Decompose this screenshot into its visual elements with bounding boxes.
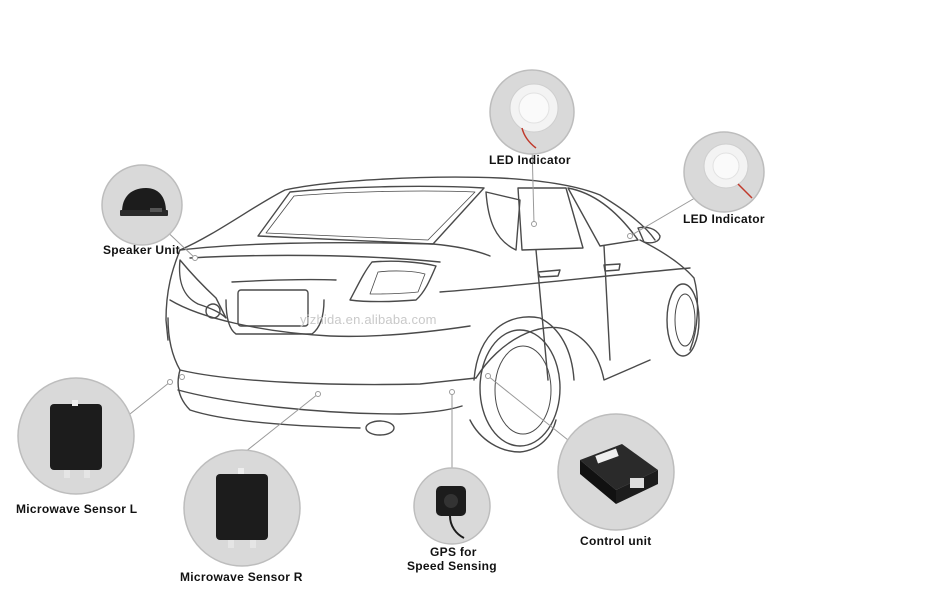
tire-bottom: [469, 419, 557, 453]
license-plate: [237, 289, 309, 327]
rear-window: [257, 185, 485, 245]
door-handle-2: [603, 263, 621, 272]
side-window-rear: [485, 191, 521, 251]
led-indicator-1-callout: [489, 69, 575, 155]
body-side-lower: [475, 326, 651, 381]
label-led-indicator-1: LED Indicator: [489, 153, 571, 167]
label-speaker-unit: Speaker Unit: [103, 243, 180, 257]
label-microwave-sensor-r: Microwave Sensor R: [180, 570, 303, 584]
watermark-text: yizhida.en.alibaba.com: [300, 312, 437, 327]
car-roof: [179, 176, 656, 251]
speaker-icon: [122, 188, 166, 212]
rear-wheel-outer: [479, 329, 561, 447]
trunk-line: [231, 278, 337, 283]
tail-light-left: [178, 259, 227, 319]
rear-bumper: [167, 317, 477, 386]
reverse-light: [205, 303, 221, 319]
rear-wheel-inner: [494, 345, 552, 435]
front-wheel-outer: [666, 283, 700, 357]
rear-window-inner: [265, 190, 476, 241]
bumper-upper: [169, 299, 471, 338]
leader-led-2: [629, 194, 701, 237]
label-microwave-sensor-l: Microwave Sensor L: [16, 502, 138, 516]
tail-light-right-inner: [369, 270, 426, 295]
exhaust-pipe: [365, 420, 395, 436]
leader-dots: [167, 221, 633, 397]
bumper-skirt: [177, 369, 361, 429]
label-gps-line1: GPS for: [430, 545, 477, 559]
door-line-1: [535, 249, 549, 381]
control-unit-callout: [557, 413, 675, 531]
microwave-sensor-r-callout: [183, 449, 301, 567]
side-mirror: [637, 226, 661, 244]
rear-wheel-arch: [473, 316, 575, 381]
microwave-sensor-l-callout: [17, 377, 135, 495]
plate-recess: [225, 299, 325, 335]
front-fender: [639, 239, 699, 351]
sensor-box-icon-r: [216, 474, 268, 540]
label-gps-line2: Speed Sensing: [407, 559, 497, 573]
led-indicator-2-callout: [683, 131, 765, 213]
door-handle-1: [537, 269, 561, 278]
leader-control: [487, 375, 579, 449]
body-side-line: [439, 267, 691, 293]
door-line-2: [603, 245, 611, 361]
bumper-lower: [177, 389, 463, 415]
side-window-mid: [517, 187, 584, 251]
gps-callout: [413, 467, 491, 545]
trunk-lid: [189, 254, 441, 263]
body-left-side: [165, 249, 181, 341]
front-wheel-inner: [674, 293, 696, 347]
side-window-front: [567, 187, 639, 247]
label-control-unit: Control unit: [580, 534, 652, 548]
tail-light-right: [349, 260, 437, 303]
car-outline: [165, 176, 700, 453]
leader-led-1: [531, 144, 535, 225]
rear-deck: [179, 241, 491, 257]
leader-lines: [109, 144, 701, 470]
label-led-indicator-2: LED Indicator: [683, 212, 765, 226]
speaker-unit-callout: [101, 164, 183, 246]
leader-sensor-r: [244, 393, 319, 453]
sensor-box-icon-l: [50, 404, 102, 470]
